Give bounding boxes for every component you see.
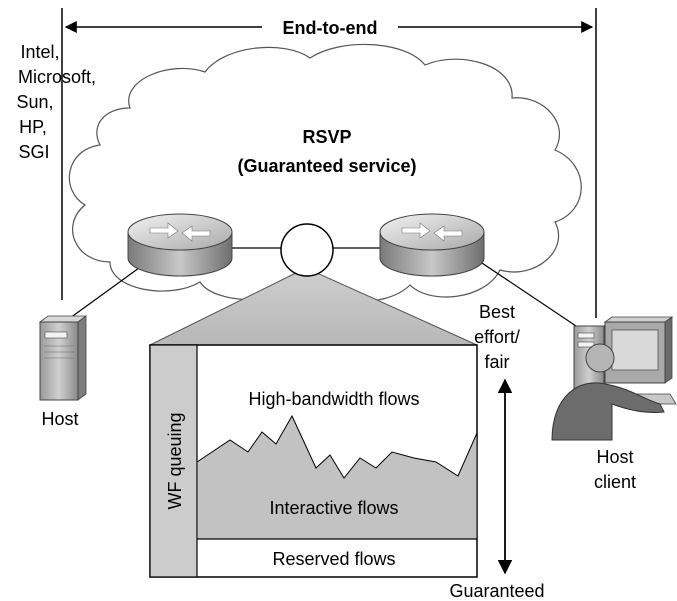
interactive-flows-area [196, 414, 478, 540]
vendor-2: Microsoft, [18, 67, 96, 87]
end-to-end-label: End-to-end [283, 18, 378, 38]
queue-node-circle [280, 223, 334, 277]
vendor-3: Sun, [16, 92, 53, 112]
cloud-title-line1: RSVP [302, 127, 351, 147]
host-client-icon [551, 316, 677, 441]
host-client-label-line2: client [594, 472, 636, 492]
reserved-flows-label: Reserved flows [272, 549, 395, 569]
cloud-title-line2: (Guaranteed service) [237, 156, 416, 176]
vendor-5: SGI [18, 142, 49, 162]
scale-effort-label: effort/ [474, 327, 520, 347]
host-server-icon [38, 315, 88, 401]
link-router-right-client [469, 254, 583, 331]
host-label: Host [41, 409, 78, 429]
router-left-icon [127, 213, 233, 277]
wfq-side-panel [149, 344, 198, 578]
high-bandwidth-label: High-bandwidth flows [248, 389, 419, 409]
scale-fair-label: fair [484, 352, 509, 372]
vendor-4: HP, [19, 117, 47, 137]
scale-guaranteed-label: Guaranteed [449, 581, 544, 601]
interactive-flows-label: Interactive flows [269, 498, 398, 518]
vendor-1: Intel, [20, 42, 59, 62]
scale-best-label: Best [479, 302, 515, 322]
wfq-box [149, 344, 478, 578]
router-right-icon [379, 213, 485, 277]
host-client-label-line1: Host [596, 447, 633, 467]
link-host-router-left [69, 259, 151, 319]
wfq-side-label: WF queuing [165, 412, 185, 509]
